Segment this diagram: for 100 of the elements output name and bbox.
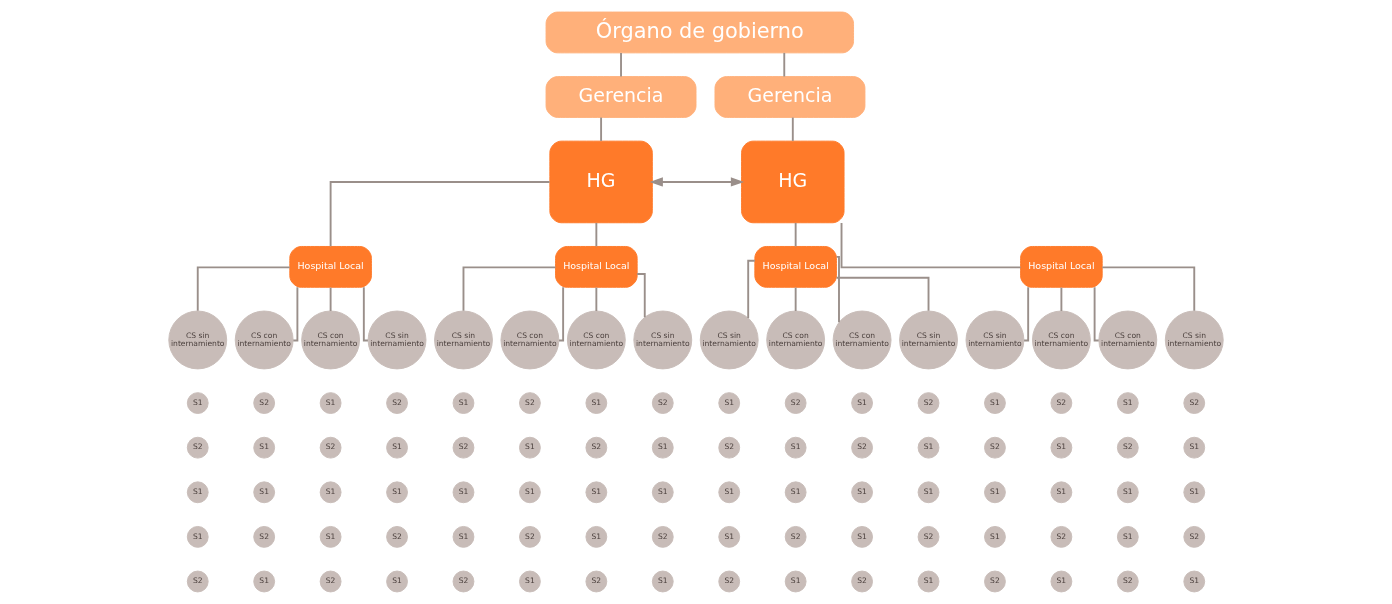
connector xyxy=(636,273,646,319)
node-circle: S1 xyxy=(1116,392,1139,414)
node-circle: S2 xyxy=(984,436,1006,459)
node-circle: S1 xyxy=(519,436,541,459)
node-circle: S1 xyxy=(585,392,608,414)
node-circle: S1 xyxy=(917,436,940,459)
node-circle: S2 xyxy=(851,436,873,459)
connector xyxy=(1023,286,1030,342)
node-circle: S2 xyxy=(253,525,276,548)
node-circle: S2 xyxy=(651,392,674,414)
node-circle: S2 xyxy=(186,436,209,459)
connector xyxy=(1060,286,1063,312)
node-circle: S2 xyxy=(984,570,1006,593)
node-circle: S2 xyxy=(452,436,475,459)
connector xyxy=(558,286,565,342)
node-box: Gerencia xyxy=(545,76,697,118)
node-circle: S1 xyxy=(452,525,475,548)
connector xyxy=(600,116,603,142)
node-circle: S1 xyxy=(253,570,276,593)
node-circle: S1 xyxy=(386,436,408,459)
node-circle: S2 xyxy=(784,525,807,548)
node-circle: CS sin internamiento xyxy=(367,310,427,370)
connector xyxy=(462,266,557,312)
node-circle: S2 xyxy=(784,392,807,414)
node-circle: S1 xyxy=(917,570,940,593)
node-box: Gerencia xyxy=(714,76,866,118)
arrow xyxy=(649,177,745,187)
node-circle: S1 xyxy=(851,481,873,504)
node-circle: S1 xyxy=(651,481,674,504)
connector xyxy=(747,259,756,319)
node-circle: S2 xyxy=(917,392,940,414)
node-box: Hospital Local xyxy=(289,246,372,288)
node-circle: S1 xyxy=(718,392,741,414)
node-circle: S2 xyxy=(519,525,541,548)
node-circle: CS sin internamiento xyxy=(168,310,228,370)
node-circle: S1 xyxy=(1183,436,1206,459)
connector xyxy=(196,266,291,312)
node-circle: S1 xyxy=(851,392,873,414)
node-circle: S2 xyxy=(1050,525,1073,548)
node-circle: CS sin internamiento xyxy=(965,310,1025,370)
node-circle: S1 xyxy=(1050,570,1073,593)
node-circle: S1 xyxy=(386,570,408,593)
node-circle: CS sin internamiento xyxy=(1164,310,1224,370)
node-circle: CS sin internamiento xyxy=(633,310,693,370)
node-circle: S1 xyxy=(386,481,408,504)
node-circle: S2 xyxy=(585,570,608,593)
node-circle: S1 xyxy=(784,436,807,459)
node-circle: S1 xyxy=(585,525,608,548)
node-circle: CS con internamiento xyxy=(1098,310,1158,370)
node-circle: CS con internamiento xyxy=(566,310,626,370)
node-circle: S2 xyxy=(651,525,674,548)
node-circle: S1 xyxy=(1050,481,1073,504)
connector xyxy=(783,51,786,78)
node-circle: S1 xyxy=(1183,481,1206,504)
connector xyxy=(791,116,794,142)
node-circle: S2 xyxy=(386,525,408,548)
node-circle: S2 xyxy=(452,570,475,593)
node-circle: S1 xyxy=(452,481,475,504)
node-circle: S2 xyxy=(718,436,741,459)
node-circle: S2 xyxy=(519,392,541,414)
node-circle: CS sin internamiento xyxy=(699,310,759,370)
node-circle: S1 xyxy=(186,525,209,548)
node-circle: S2 xyxy=(1183,525,1206,548)
node-circle: S1 xyxy=(1183,570,1206,593)
connector xyxy=(329,181,551,248)
connector xyxy=(620,51,622,78)
connector xyxy=(329,286,332,312)
node-circle: S1 xyxy=(784,481,807,504)
node-circle: S2 xyxy=(1183,392,1206,414)
node-circle: S1 xyxy=(718,481,741,504)
node-circle: S2 xyxy=(1116,570,1139,593)
node-circle: CS con internamiento xyxy=(832,310,892,370)
node-circle: S1 xyxy=(319,525,342,548)
node-circle: S1 xyxy=(585,481,608,504)
node-circle: S1 xyxy=(651,570,674,593)
node-box: Hospital Local xyxy=(754,246,837,288)
node-circle: S1 xyxy=(851,525,873,548)
node-circle: S1 xyxy=(651,436,674,459)
node-circle: S1 xyxy=(1116,481,1139,504)
node-circle: CS con internamiento xyxy=(766,310,826,370)
node-circle: S2 xyxy=(253,392,276,414)
node-circle: S1 xyxy=(319,481,342,504)
node-circle: S2 xyxy=(585,436,608,459)
connector xyxy=(1101,266,1196,312)
node-circle: S1 xyxy=(984,392,1006,414)
connector xyxy=(835,276,930,312)
node-circle: S1 xyxy=(917,481,940,504)
connector xyxy=(840,221,1022,269)
node-box: HG xyxy=(741,140,845,224)
node-box: Hospital Local xyxy=(555,246,638,288)
node-circle: S1 xyxy=(784,570,807,593)
node-circle: S1 xyxy=(1050,436,1073,459)
connector xyxy=(835,255,840,324)
node-circle: S1 xyxy=(186,392,209,414)
node-circle: S1 xyxy=(519,481,541,504)
node-box: HG xyxy=(549,140,653,224)
node-circle: S2 xyxy=(1116,436,1139,459)
connector xyxy=(292,286,299,342)
node-circle: S1 xyxy=(984,525,1006,548)
node-circle: CS sin internamiento xyxy=(434,310,493,370)
